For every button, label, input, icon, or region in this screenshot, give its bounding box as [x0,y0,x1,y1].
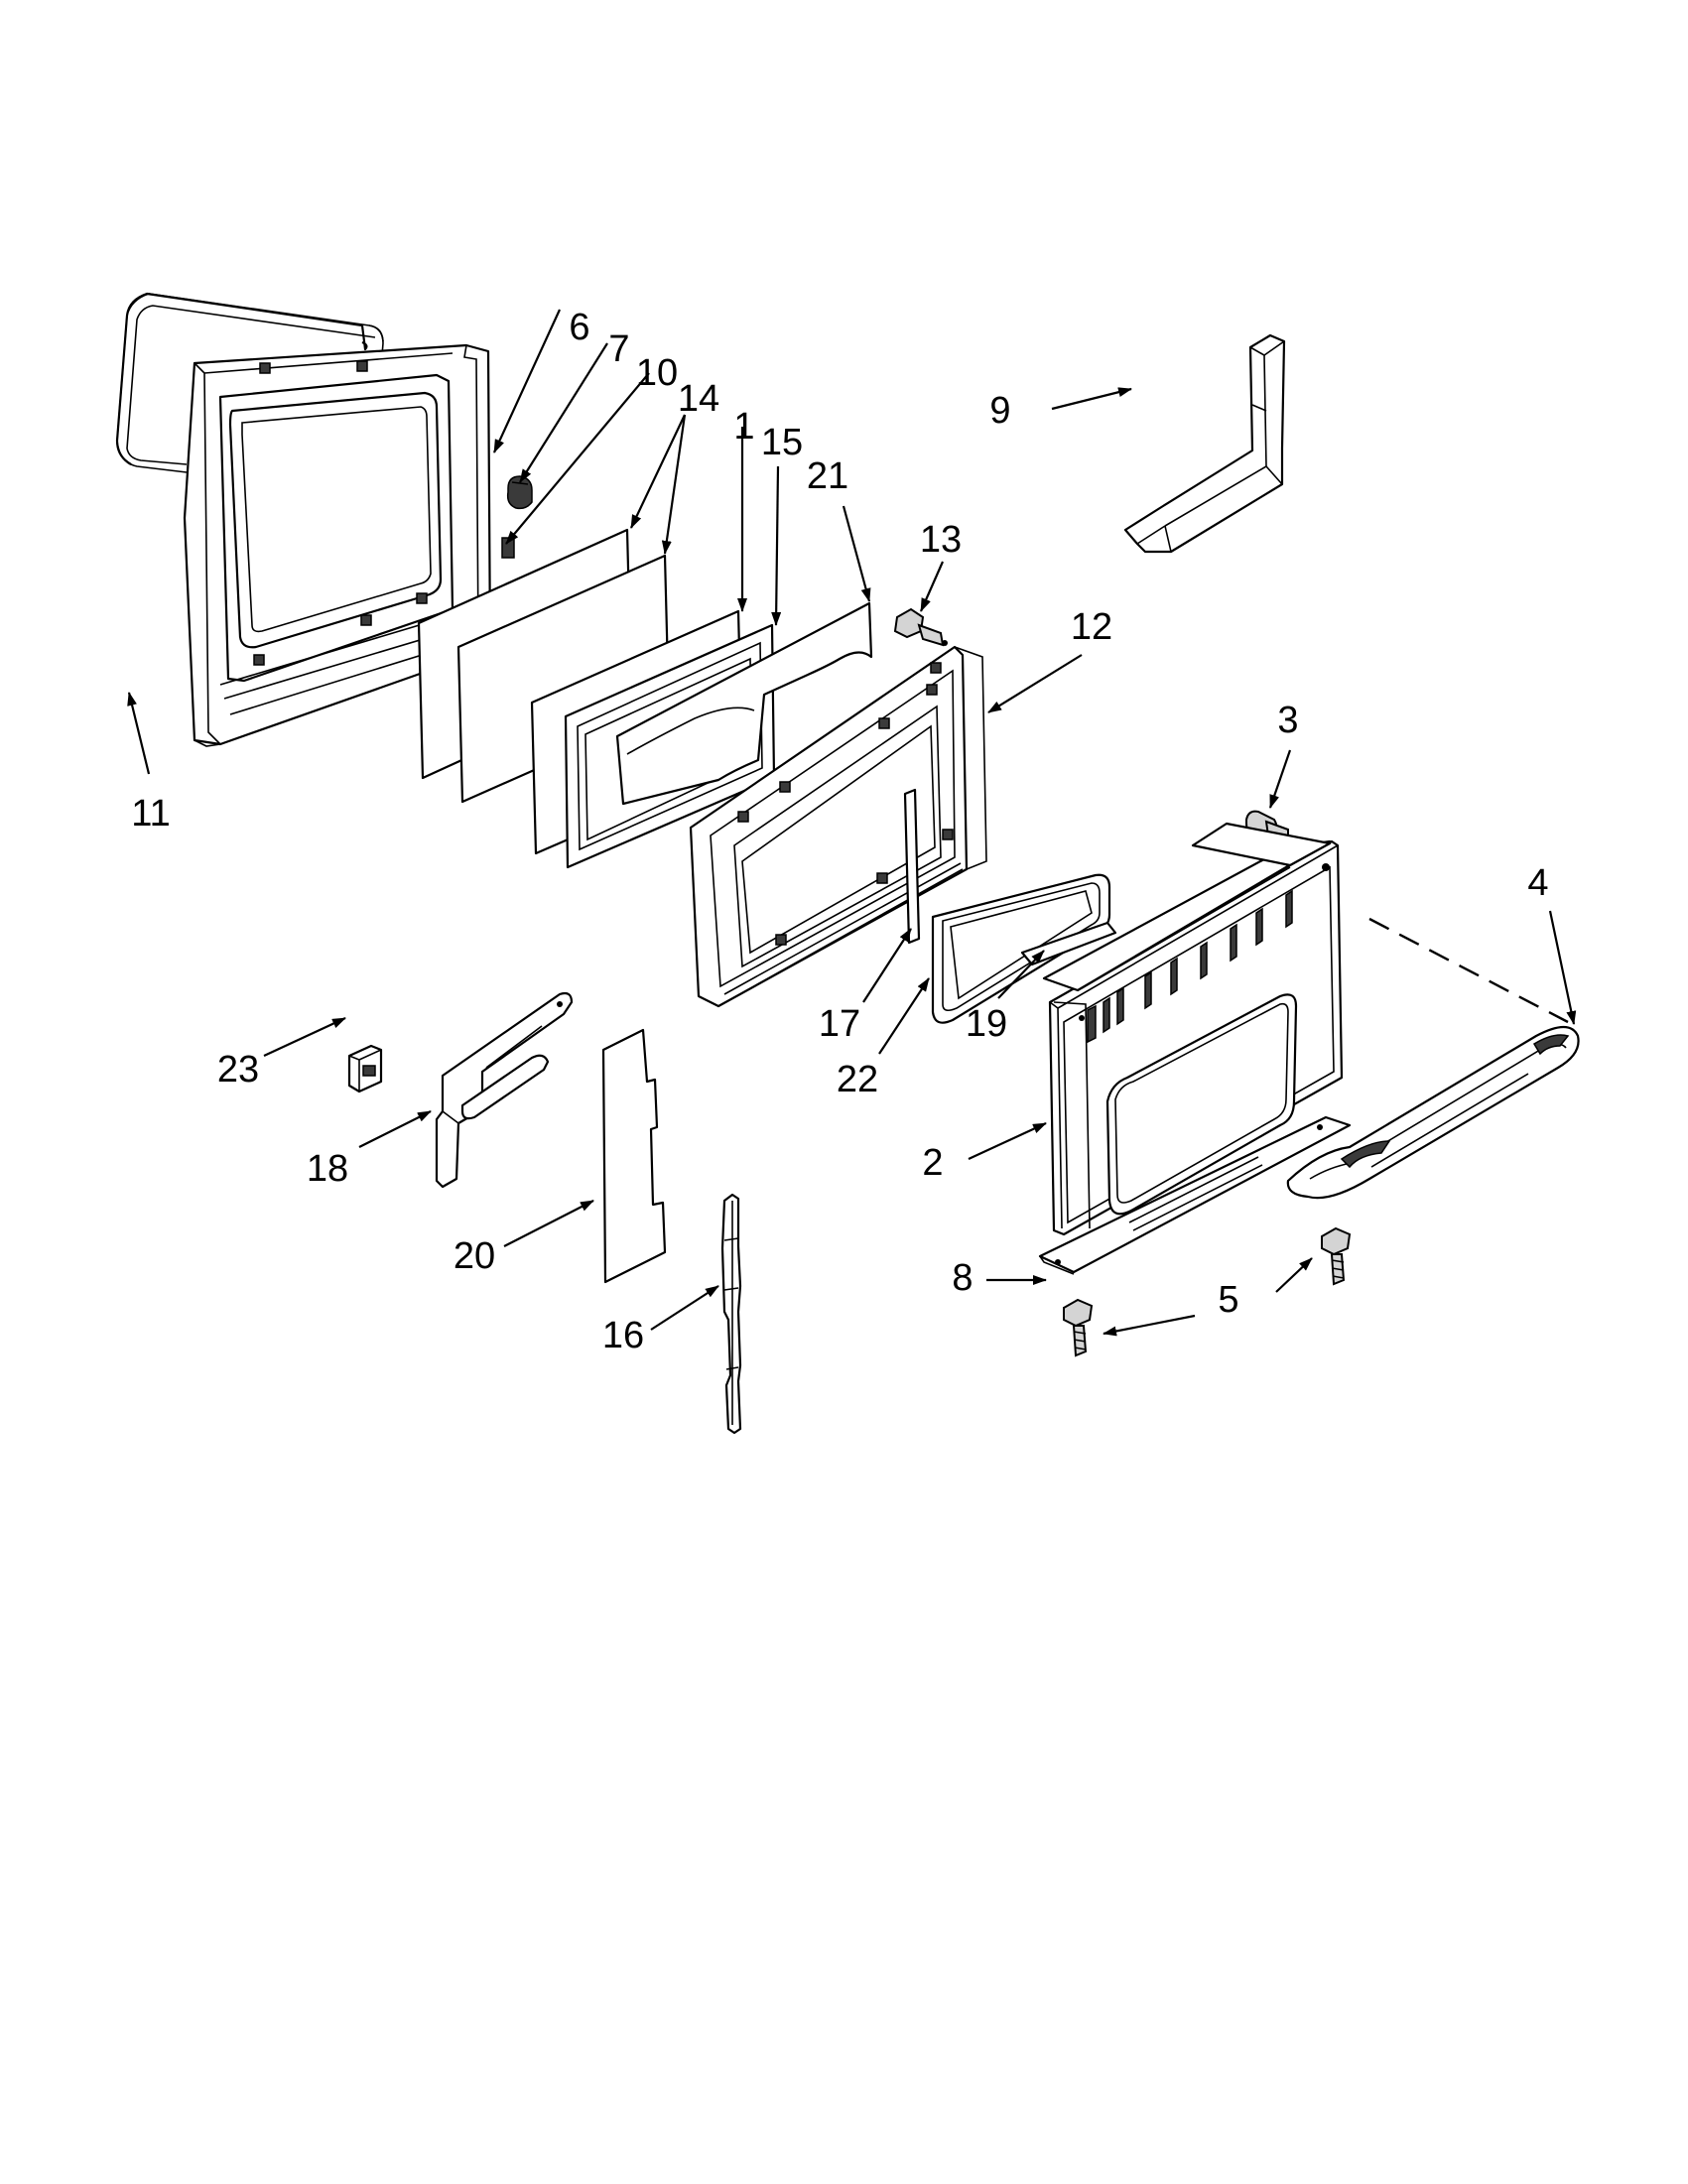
callout-17: 17 [819,1003,860,1045]
part-6-inner-door-liner [183,343,492,747]
screw-right [1321,1226,1352,1286]
part-19-vent-strip [1020,921,1117,966]
callout-19: 19 [966,1003,1007,1045]
leader-lines [127,309,1577,1337]
callout-5: 5 [1218,1279,1238,1321]
part-12-inner-door-frame [689,645,987,1008]
callout-23: 23 [217,1049,259,1091]
callout-4: 4 [1527,862,1548,904]
callout-12: 12 [1071,606,1112,648]
callout-14: 14 [678,378,719,420]
screw-left [1063,1298,1094,1357]
part-13-hinge-screw [893,607,948,647]
part-20-insulation-panel [601,1028,667,1284]
part-18-hinge-bracket [435,991,574,1189]
part-5-screws [1063,1226,1352,1357]
callout-6: 6 [569,307,589,348]
callout-2: 2 [922,1142,943,1184]
part-16-door-channel [720,1193,742,1435]
callout-18: 18 [307,1148,348,1190]
callout-3: 3 [1277,700,1298,741]
part-4-door-handle [1286,1025,1580,1200]
callout-13: 13 [920,519,962,561]
callout-22: 22 [837,1059,878,1100]
part-23-clip [347,1044,383,1093]
part-9-trim-channel [1123,333,1286,554]
part-2-outer-door-panel [1042,822,1344,1236]
callout-7: 7 [608,328,629,370]
callout-10: 10 [636,352,678,394]
callout-16: 16 [602,1315,644,1356]
callout-labels: 6 7 10 14 1 15 21 13 9 12 11 3 4 17 22 1… [131,307,1548,1356]
part-7-hinge-receptacle [506,475,533,510]
callout-9: 9 [989,390,1010,432]
part-17-vertical-strip [903,788,921,945]
part-21-window-shield [615,601,873,806]
callout-20: 20 [454,1235,495,1277]
vent-slots [1087,889,1293,1044]
callout-21: 21 [807,455,848,497]
callout-11: 11 [131,793,170,835]
callout-1: 1 [733,406,754,448]
part-8-bottom-trim [1038,1115,1352,1275]
callout-8: 8 [952,1257,973,1299]
part-14-inner-glass-panels [417,528,671,804]
callout-15: 15 [761,422,803,463]
